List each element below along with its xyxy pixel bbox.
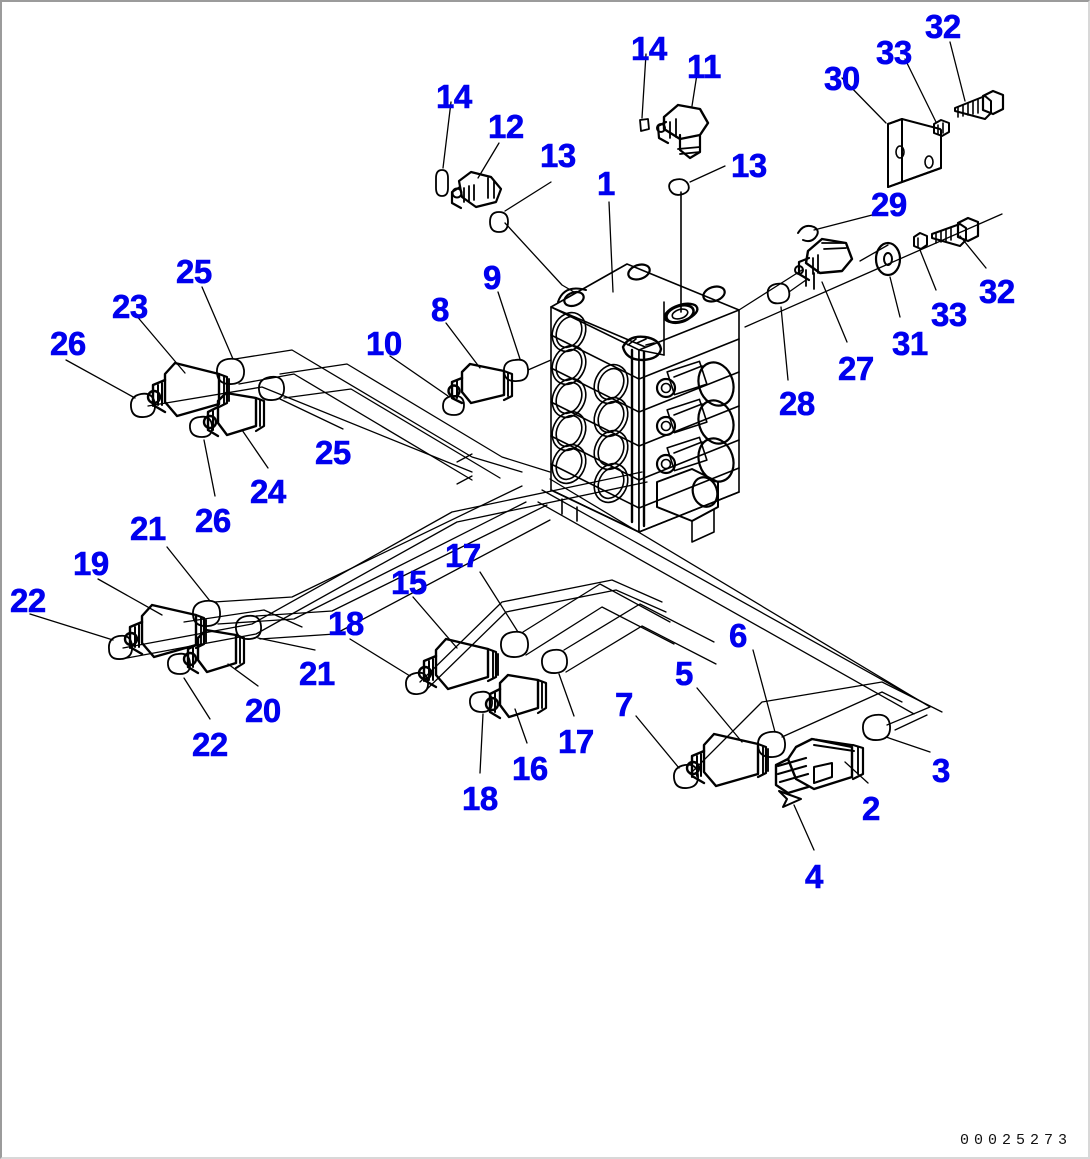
callout-30: 30 bbox=[824, 60, 861, 97]
callout-8: 8 bbox=[431, 291, 450, 328]
callout-24: 24 bbox=[250, 473, 287, 510]
callout-2: 2 bbox=[862, 790, 881, 827]
oring-9 bbox=[503, 358, 529, 382]
callout-10: 10 bbox=[366, 325, 403, 362]
callout-26: 26 bbox=[195, 502, 232, 539]
figure-number: 00025273 bbox=[959, 1132, 1072, 1149]
callout-20: 20 bbox=[245, 692, 282, 729]
bolt-32-lower bbox=[931, 216, 980, 247]
callout-17: 17 bbox=[445, 537, 482, 574]
bracket-30 bbox=[887, 118, 942, 188]
plug-14-top bbox=[639, 118, 650, 132]
oring-7 bbox=[673, 763, 699, 789]
oring-17-upper bbox=[500, 630, 529, 658]
callout-33: 33 bbox=[876, 34, 913, 71]
fitting-12 bbox=[450, 170, 503, 210]
callout-9: 9 bbox=[483, 259, 502, 296]
callout-7: 7 bbox=[615, 686, 634, 723]
callout-22: 22 bbox=[192, 726, 229, 763]
callout-32: 32 bbox=[925, 8, 962, 45]
oring-25-upper bbox=[216, 357, 245, 385]
callout-32: 32 bbox=[979, 273, 1016, 310]
washer-31 bbox=[874, 241, 902, 277]
coupler-2 bbox=[774, 737, 865, 795]
callout-14: 14 bbox=[631, 30, 668, 67]
callout-18: 18 bbox=[328, 605, 365, 642]
oring-21-upper bbox=[192, 599, 221, 627]
coupler-15 bbox=[417, 637, 499, 691]
oring-26-upper bbox=[130, 392, 156, 418]
nut-33-upper bbox=[933, 119, 950, 137]
callout-18: 18 bbox=[462, 780, 499, 817]
callout-28: 28 bbox=[779, 385, 816, 422]
callout-13: 13 bbox=[731, 147, 768, 184]
oring-17-lower bbox=[541, 648, 568, 674]
callout-14: 14 bbox=[436, 78, 473, 115]
callout-25: 25 bbox=[176, 253, 213, 290]
callout-4: 4 bbox=[805, 858, 824, 895]
callout-6: 6 bbox=[729, 617, 748, 654]
callout-27: 27 bbox=[838, 350, 875, 387]
oring-18-upper bbox=[405, 671, 429, 695]
fitting-27 bbox=[794, 237, 854, 290]
oring-13-left bbox=[489, 211, 509, 233]
callout-17: 17 bbox=[558, 723, 595, 760]
oring-18-lower bbox=[469, 690, 493, 713]
plug-14-left bbox=[435, 169, 449, 197]
coupler-5 bbox=[685, 732, 769, 788]
callout-21: 21 bbox=[299, 655, 336, 692]
callout-23: 23 bbox=[112, 288, 149, 325]
callout-29: 29 bbox=[871, 186, 908, 223]
callout-13: 13 bbox=[540, 137, 577, 174]
arrow-marker-4 bbox=[778, 790, 802, 808]
bolt-32-upper bbox=[954, 89, 1005, 120]
control-valve-body bbox=[550, 263, 740, 543]
coupler-24 bbox=[202, 391, 266, 438]
callout-3: 3 bbox=[932, 752, 951, 789]
callout-12: 12 bbox=[488, 108, 525, 145]
oring-10 bbox=[442, 395, 465, 416]
oring-26-lower bbox=[189, 415, 213, 438]
coupler-20 bbox=[182, 628, 246, 675]
callout-1: 1 bbox=[597, 165, 616, 202]
callout-19: 19 bbox=[73, 545, 110, 582]
callout-16: 16 bbox=[512, 750, 549, 787]
oring-28 bbox=[766, 282, 791, 305]
coupler-16 bbox=[484, 673, 548, 720]
oring-13-top bbox=[668, 178, 690, 196]
callout-26: 26 bbox=[50, 325, 87, 362]
callout-25: 25 bbox=[315, 434, 352, 471]
nut-33-lower bbox=[913, 232, 928, 250]
callout-11: 11 bbox=[687, 48, 722, 85]
callout-22: 22 bbox=[10, 582, 47, 619]
clamp-29 bbox=[797, 224, 819, 243]
callout-31: 31 bbox=[892, 325, 929, 362]
oring-25-lower bbox=[258, 375, 285, 401]
fitting-11 bbox=[656, 103, 710, 160]
oring-3 bbox=[862, 713, 891, 741]
oring-22-lower bbox=[167, 652, 191, 675]
callout-15: 15 bbox=[391, 564, 428, 601]
oring-22-upper bbox=[108, 634, 133, 660]
callout-21: 21 bbox=[130, 510, 167, 547]
callout-33: 33 bbox=[931, 296, 968, 333]
callout-5: 5 bbox=[675, 655, 694, 692]
